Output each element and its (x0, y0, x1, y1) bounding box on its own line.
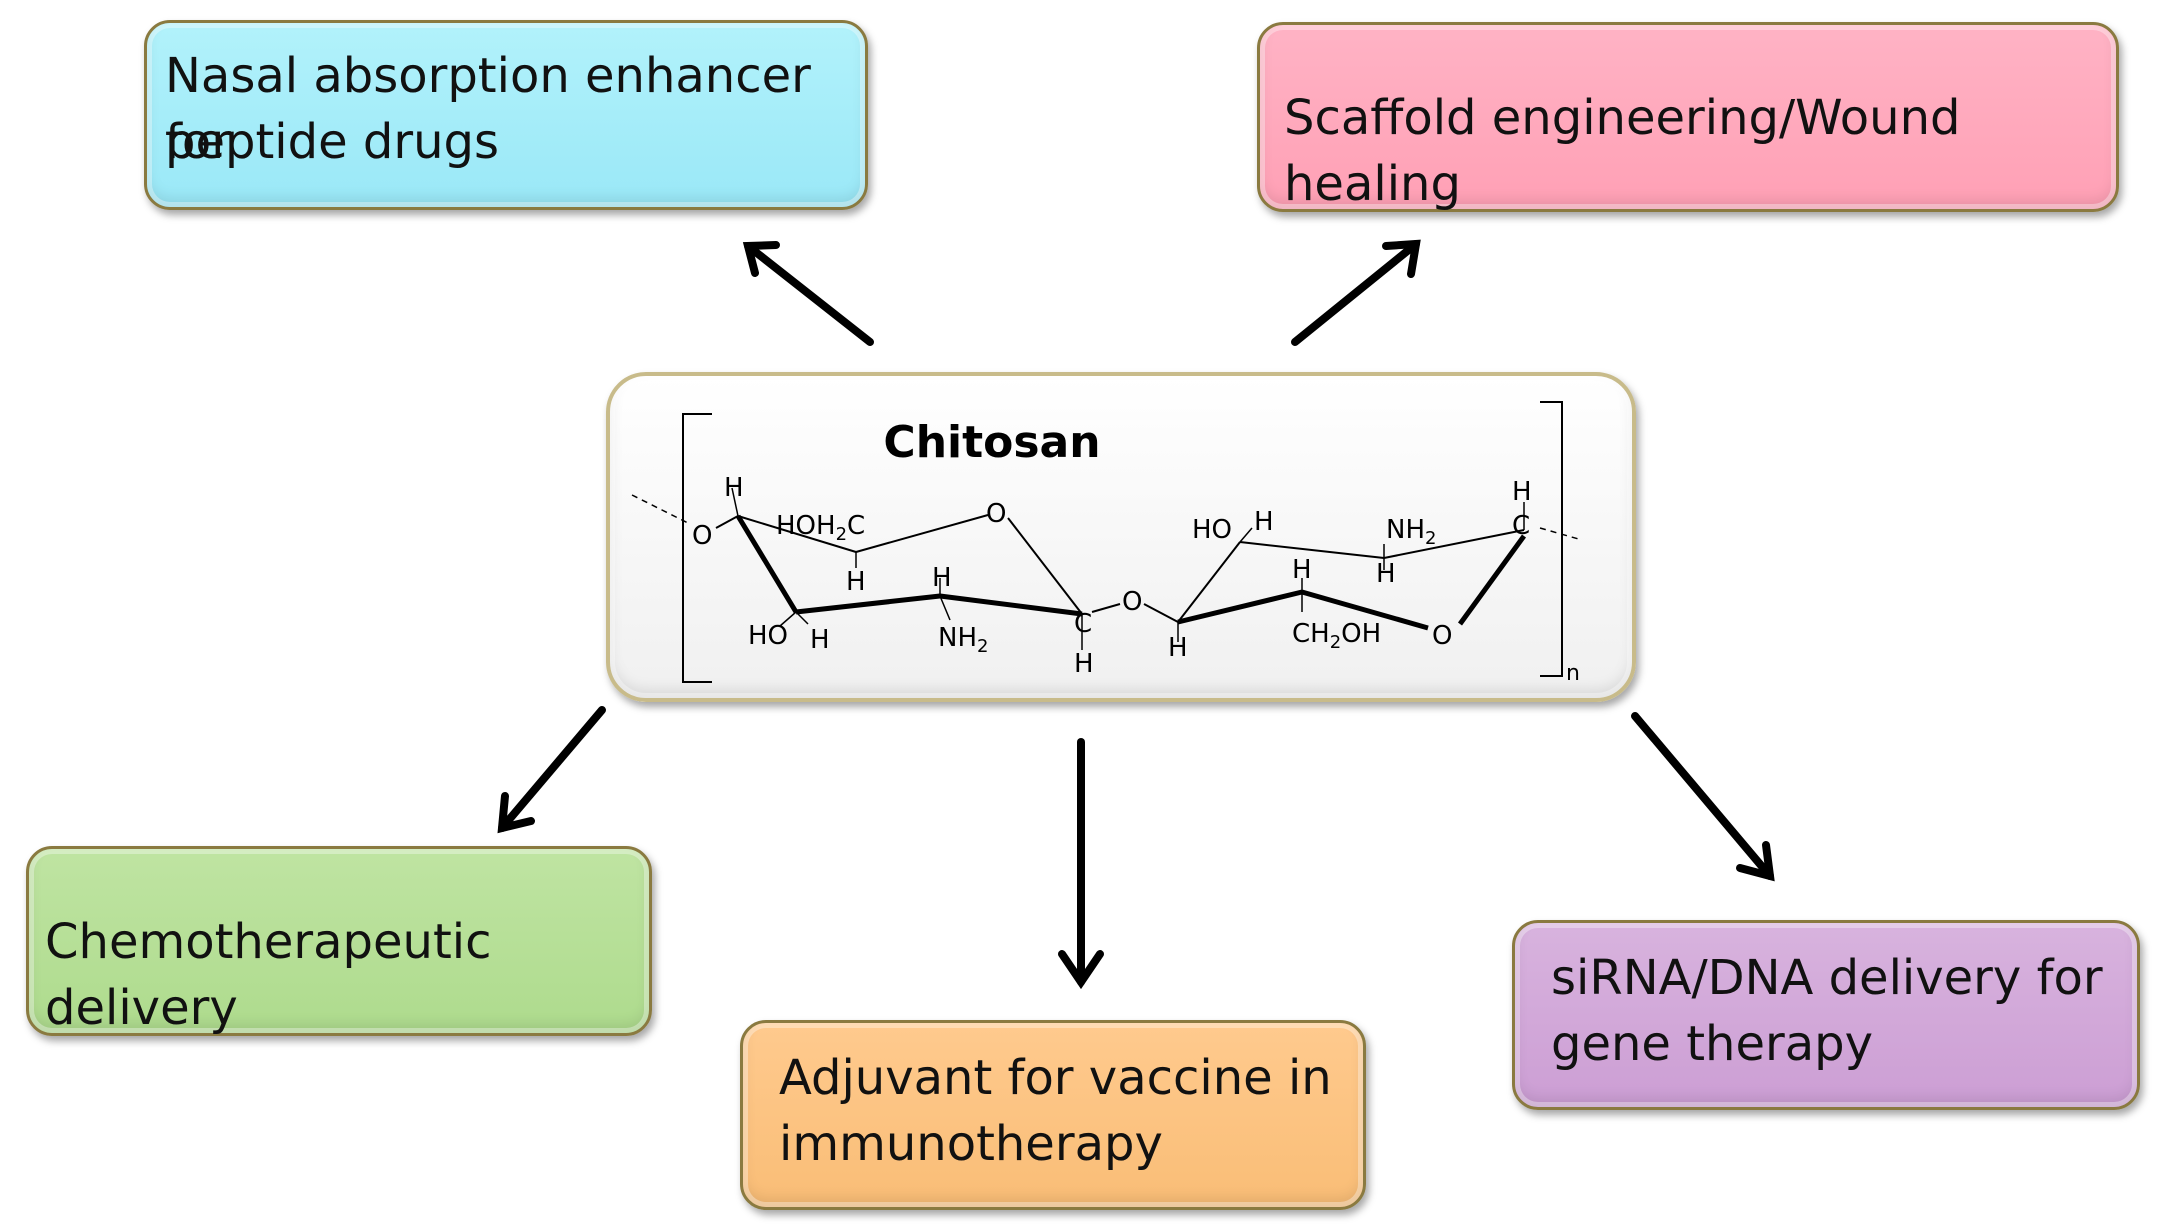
nasal-line-2: peptide drugs (165, 114, 499, 170)
svg-text:H: H (1376, 559, 1396, 589)
svg-text:O: O (1122, 587, 1142, 617)
svg-text:C: C (1074, 609, 1092, 639)
chitosan-atom-labels: Chitosan H O HOH2C O H H HO H NH2 C H O … (692, 417, 1580, 686)
polymer-brackets (682, 401, 1563, 683)
adjuvant-line-1: Adjuvant for vaccine in (779, 1050, 1332, 1106)
arrow-to-chemo (497, 706, 606, 834)
sirna-line-2: gene therapy (1551, 1016, 1874, 1072)
arrow-to-adjuvant (1058, 738, 1104, 990)
scaffold-engineering-box: Scaffold engineering/Wound healing (1257, 22, 2119, 212)
nasal-absorption-box: Nasal absorption enhancer for peptide dr… (144, 20, 868, 210)
chitosan-structure-box (606, 372, 1636, 702)
svg-text:H: H (1254, 507, 1274, 537)
svg-text:C: C (1512, 511, 1530, 541)
chemo-line-1: Chemotherapeutic delivery (45, 914, 492, 1036)
svg-text:H: H (846, 567, 866, 597)
svg-text:H: H (810, 625, 830, 655)
svg-text:n: n (1566, 661, 1580, 686)
scaffold-line-1: Scaffold engineering/Wound healing (1284, 90, 1961, 212)
svg-text:H: H (724, 473, 744, 503)
nasal-line-1: Nasal absorption enhancer for (165, 48, 811, 170)
svg-text:H: H (1074, 649, 1094, 679)
sirna-line-1: siRNA/DNA delivery for (1551, 950, 2103, 1006)
svg-text:H: H (1512, 477, 1532, 507)
adjuvant-line-2: immunotherapy (779, 1116, 1163, 1172)
chitosan-bonds (631, 487, 1583, 650)
arrow-to-nasal (742, 241, 874, 346)
svg-text:HO: HO (1192, 515, 1232, 545)
svg-text:NH2: NH2 (1386, 515, 1436, 549)
svg-text:O: O (692, 521, 712, 551)
svg-text:NH2: NH2 (938, 623, 988, 657)
svg-text:CH2OH: CH2OH (1292, 619, 1381, 653)
svg-text:O: O (1432, 621, 1452, 651)
svg-text:H: H (1292, 555, 1312, 585)
arrow-to-sirna (1631, 712, 1775, 882)
svg-text:H: H (1168, 633, 1188, 663)
svg-text:O: O (986, 499, 1006, 529)
chitosan-title: Chitosan (883, 417, 1100, 468)
svg-text:HO: HO (748, 621, 788, 651)
svg-text:H: H (932, 563, 952, 593)
chemotherapeutic-delivery-box: Chemotherapeutic delivery (26, 846, 652, 1036)
adjuvant-vaccine-box: Adjuvant for vaccine in immunotherapy (740, 1020, 1366, 1210)
sirna-dna-delivery-box: siRNA/DNA delivery for gene therapy (1512, 920, 2140, 1110)
arrow-to-scaffold (1291, 239, 1421, 346)
svg-text:HOH2C: HOH2C (776, 511, 865, 545)
